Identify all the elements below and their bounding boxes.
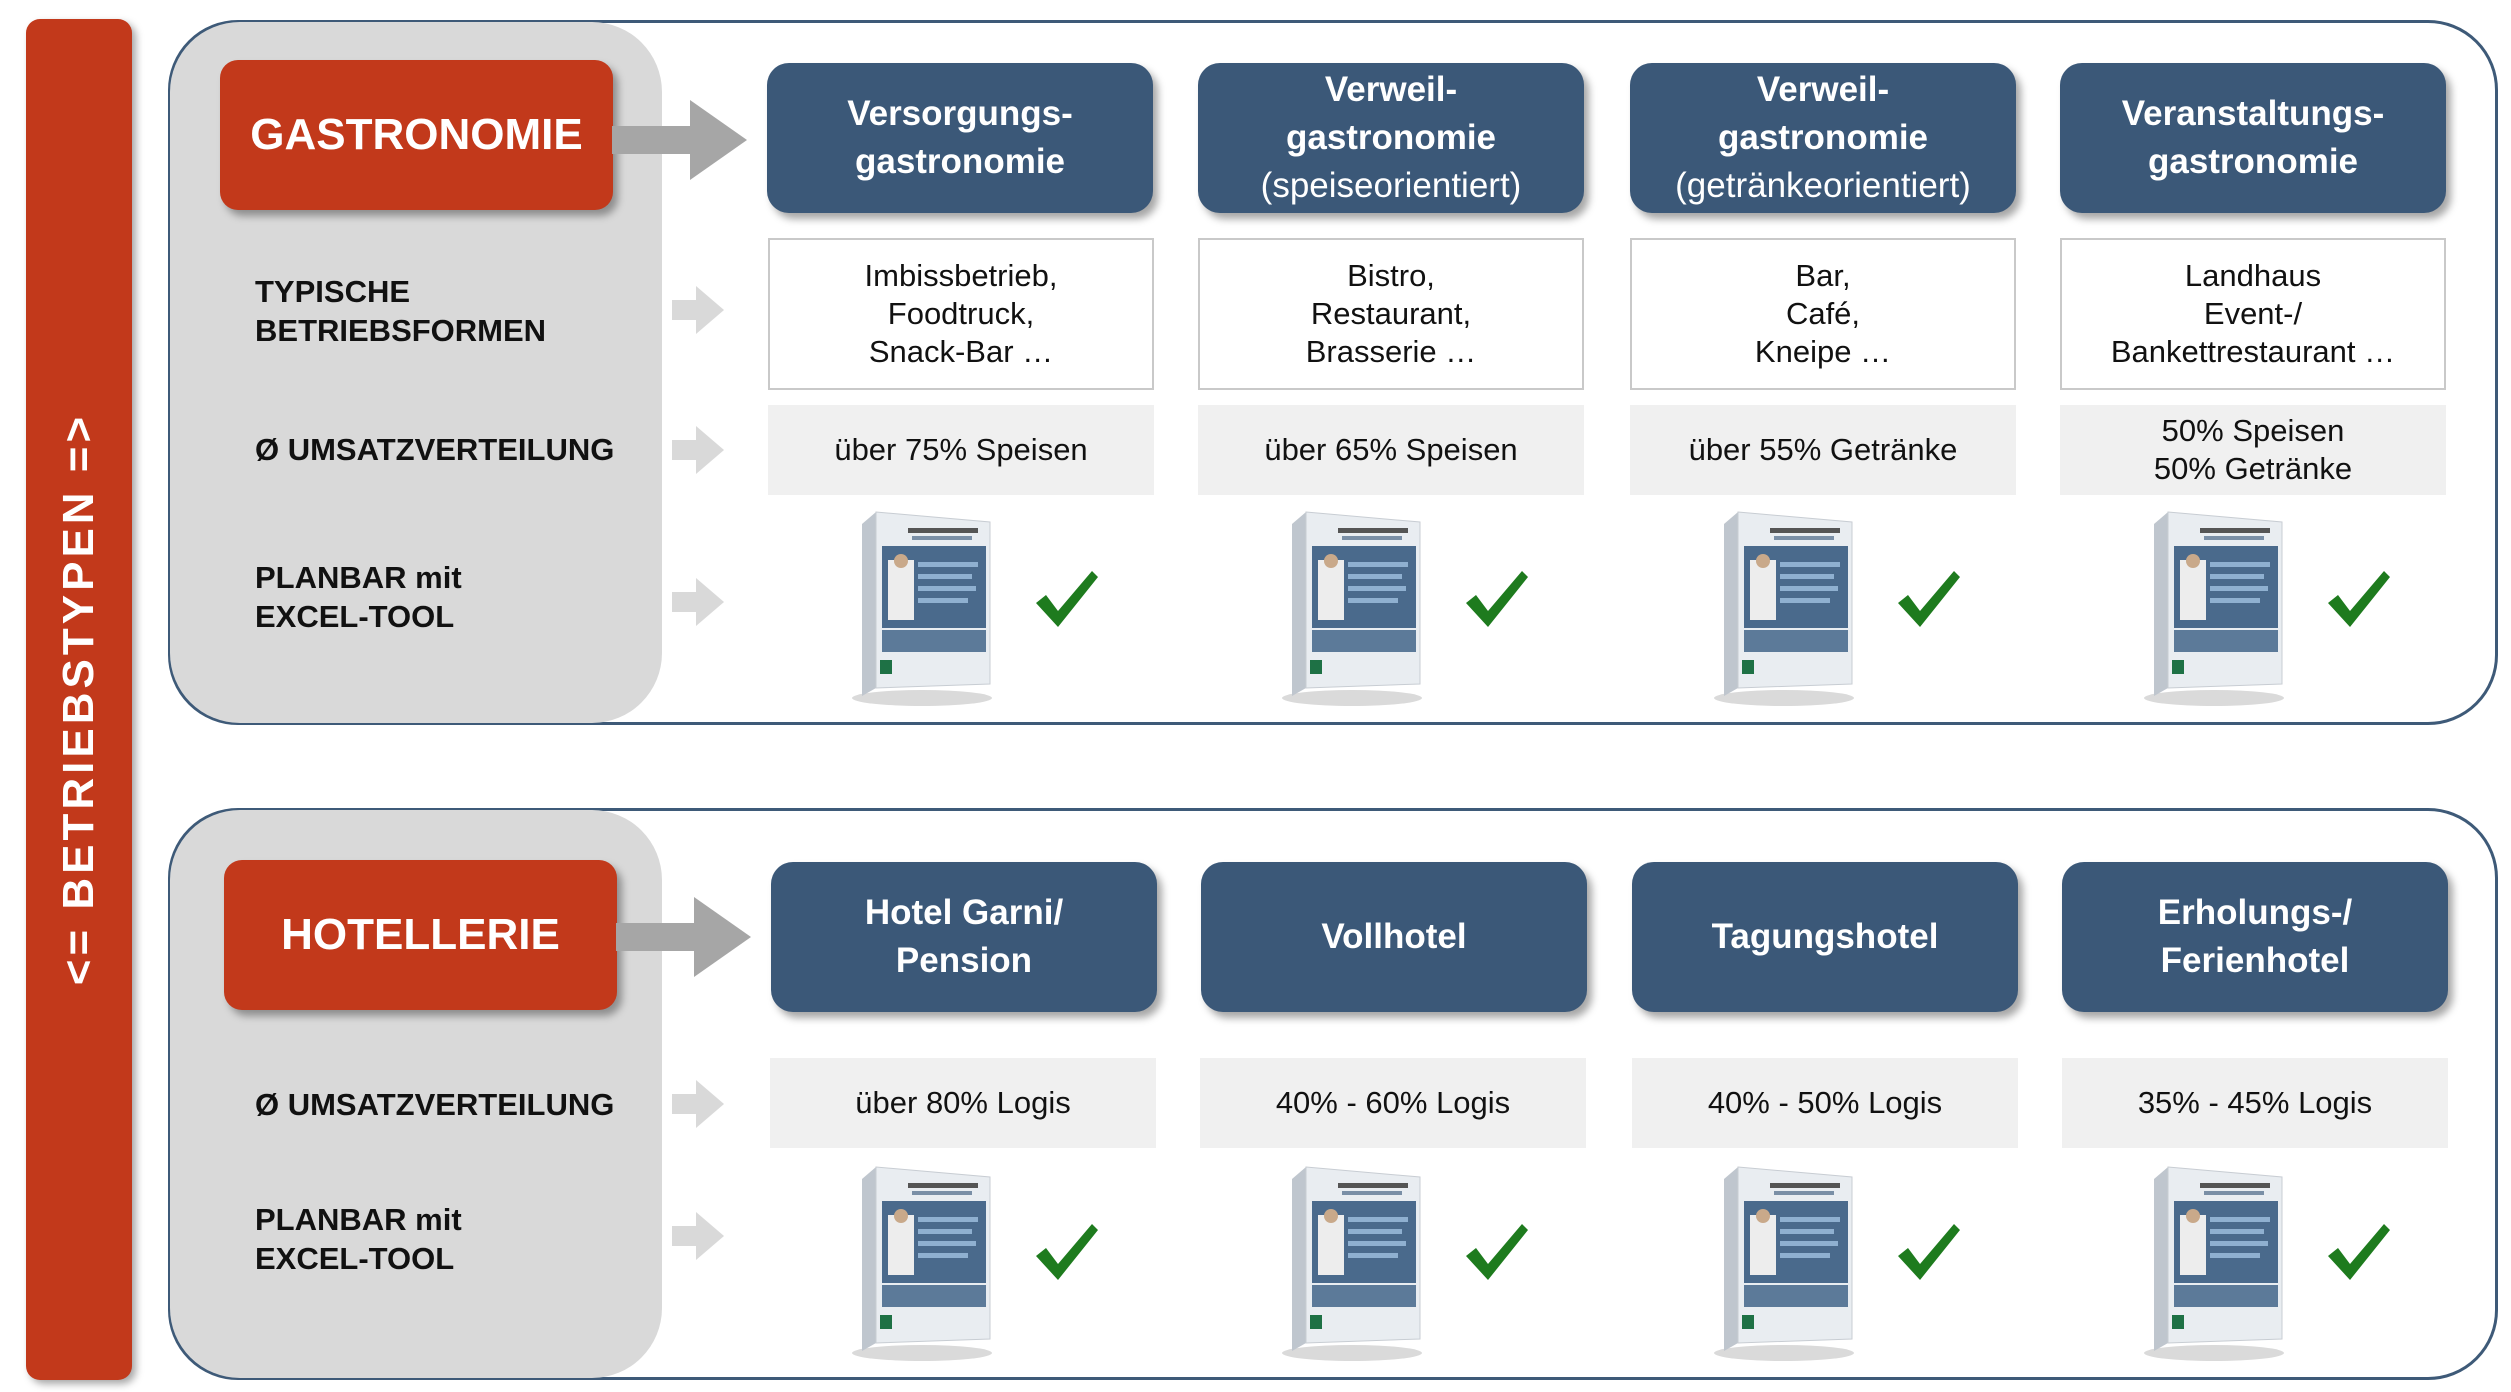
excel-tool-product-box-icon: [852, 511, 992, 706]
type-box: Veranstaltungs-gastronomie: [2060, 63, 2446, 213]
row-label-umsatzverteilung: Ø UMSATZVERTEILUNG: [255, 432, 615, 467]
row-label-betriebsformen: TYPISCHE BETRIEBSFORMEN: [255, 274, 547, 348]
betriebsformen-box: Bar,Café,Kneipe …: [1630, 238, 2016, 390]
checkmark-icon: [2328, 1224, 2390, 1280]
excel-tool-product-box-icon: [1714, 1166, 1854, 1361]
type-box: Erholungs-/Ferienhotel: [2062, 862, 2448, 1012]
arrow-right-icon: [612, 100, 747, 180]
checkmark-icon: [1466, 571, 1528, 627]
hotellerie-title-box: HOTELLERIE: [224, 860, 617, 1010]
type-box: Tagungshotel: [1632, 862, 2018, 1012]
type-box: Hotel Garni/Pension: [771, 862, 1157, 1012]
arrow-right-icon: [672, 426, 724, 474]
type-box: Vollhotel: [1201, 862, 1587, 1012]
umsatz-box: 40% - 50% Logis: [1632, 1058, 2018, 1148]
umsatz-box: über 55% Getränke: [1630, 405, 2016, 495]
sidebar-label: <= BETRIEBSTYPEN =>: [54, 412, 103, 986]
umsatz-box: über 80% Logis: [770, 1058, 1156, 1148]
excel-tool-product-box-icon: [1282, 511, 1422, 706]
umsatz-box: über 65% Speisen: [1198, 405, 1584, 495]
type-box: Versorgungs-gastronomie: [767, 63, 1153, 213]
umsatz-box: 40% - 60% Logis: [1200, 1058, 1586, 1148]
type-box: Verweil-gastronomie(speiseorientiert): [1198, 63, 1584, 213]
betriebstypen-sidebar: <= BETRIEBSTYPEN =>: [26, 19, 132, 1380]
row-label-planbar: PLANBAR mit EXCEL-TOOL: [255, 1202, 462, 1276]
gastronomie-title-box: GASTRONOMIE: [220, 60, 613, 210]
arrow-right-icon: [616, 897, 751, 977]
row-label-umsatzverteilung: Ø UMSATZVERTEILUNG: [255, 1087, 615, 1122]
umsatz-box: über 75% Speisen: [768, 405, 1154, 495]
checkmark-icon: [1036, 571, 1098, 627]
excel-tool-product-box-icon: [1714, 511, 1854, 706]
arrow-right-icon: [672, 578, 724, 626]
betriebsformen-box: Bistro,Restaurant,Brasserie …: [1198, 238, 1584, 390]
arrow-right-icon: [672, 1080, 724, 1128]
checkmark-icon: [1466, 1224, 1528, 1280]
umsatz-box: 35% - 45% Logis: [2062, 1058, 2448, 1148]
excel-tool-product-box-icon: [852, 1166, 992, 1361]
excel-tool-product-box-icon: [2144, 1166, 2284, 1361]
row-label-planbar: PLANBAR mit EXCEL-TOOL: [255, 560, 462, 634]
checkmark-icon: [1036, 1224, 1098, 1280]
arrow-right-icon: [672, 286, 724, 334]
excel-tool-product-box-icon: [2144, 511, 2284, 706]
type-box: Verweil-gastronomie(getränkeorientiert): [1630, 63, 2016, 213]
checkmark-icon: [2328, 571, 2390, 627]
checkmark-icon: [1898, 571, 1960, 627]
betriebsformen-box: Imbissbetrieb,Foodtruck,Snack-Bar …: [768, 238, 1154, 390]
excel-tool-product-box-icon: [1282, 1166, 1422, 1361]
arrow-right-icon: [672, 1212, 724, 1260]
checkmark-icon: [1898, 1224, 1960, 1280]
